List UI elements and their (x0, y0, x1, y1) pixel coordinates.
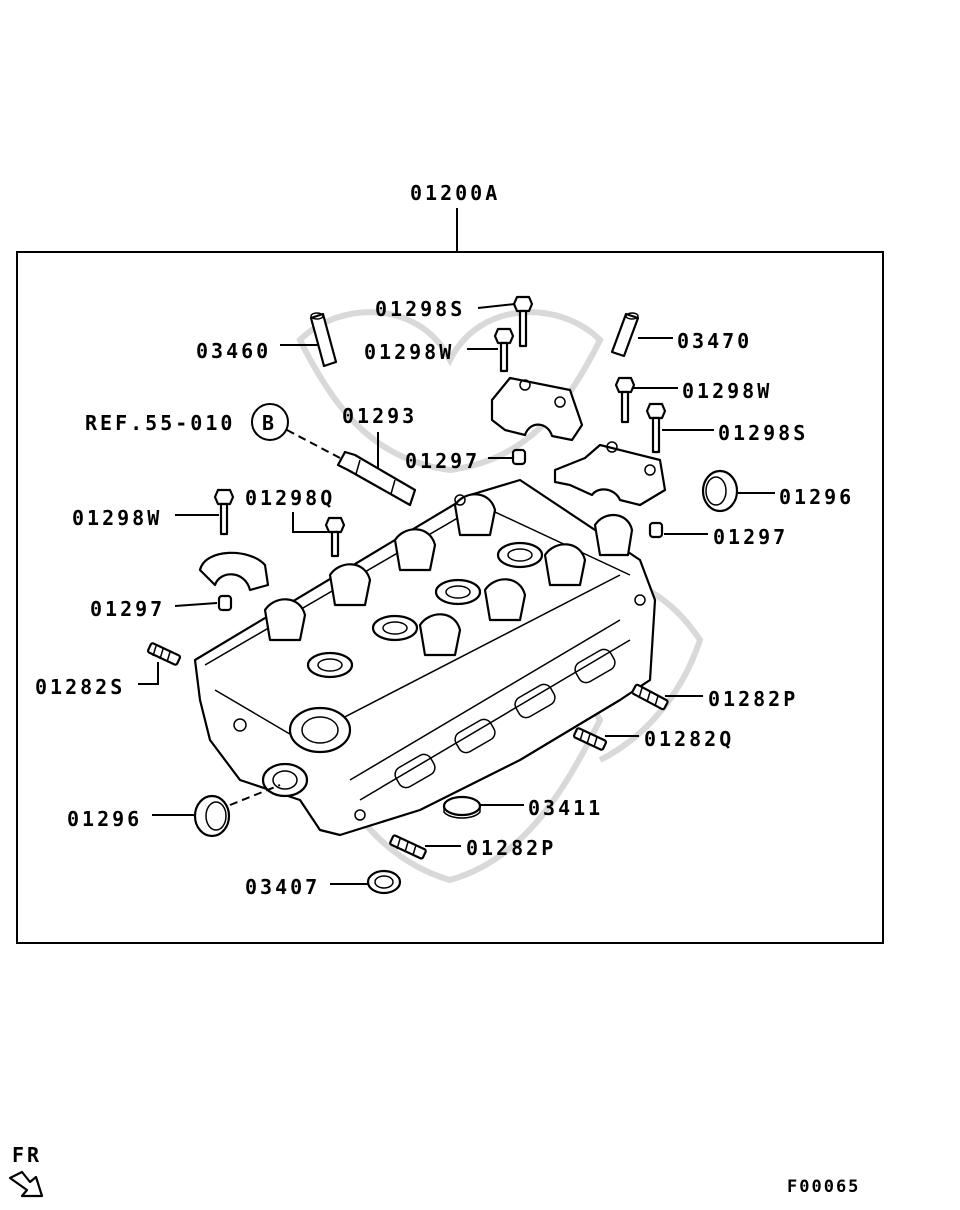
bolt-01298S-right (645, 402, 667, 454)
callout-01298S-right[interactable]: 01298S (662, 421, 808, 445)
leader-line (174, 602, 218, 607)
callout-01298W-top[interactable]: 01298W (364, 340, 498, 364)
reference-leader (286, 429, 341, 459)
callout-text: 03470 (677, 329, 752, 353)
callout-03407[interactable]: 03407 (245, 875, 368, 899)
direction-arrow-icon (8, 1170, 44, 1198)
callout-text: 01282S (35, 675, 125, 699)
callout-text: 01282P (466, 836, 556, 860)
leader-line (138, 662, 159, 685)
plug-01296-right (701, 469, 739, 513)
callout-text: 03460 (196, 339, 271, 363)
callout-01282S[interactable]: 01282S (35, 662, 159, 699)
callout-text: 01298S (375, 297, 465, 321)
dowel-01297-right (648, 521, 664, 539)
reference-callout[interactable]: REF.55-010 B (85, 403, 289, 441)
callout-text: 01298W (72, 506, 162, 530)
callout-01282Q[interactable]: 01282Q (605, 727, 734, 751)
seal-03411 (442, 795, 482, 819)
callout-text: 01282Q (644, 727, 734, 751)
cylinder-head (193, 478, 657, 837)
callout-01298W-right[interactable]: 01298W (632, 379, 772, 403)
callout-text: 01296 (67, 807, 142, 831)
stud-01282Q (572, 727, 608, 751)
callout-01298Q[interactable]: 01298Q (245, 486, 335, 533)
callout-text: 01298W (364, 340, 454, 364)
callout-01282P-bottom[interactable]: 01282P (425, 836, 556, 860)
cam-cap-left (198, 551, 270, 592)
callout-text: 01297 (713, 525, 788, 549)
callout-text: 03411 (528, 796, 603, 820)
callout-text: 03407 (245, 875, 320, 899)
install-path (229, 784, 281, 806)
bolt-01298W-top (493, 327, 515, 373)
callout-01297-right[interactable]: 01297 (664, 525, 788, 549)
cam-bracket-right (553, 441, 667, 507)
bolt-01298W-right (614, 376, 636, 424)
reference-circle (251, 403, 289, 441)
callout-text: 01296 (779, 485, 854, 509)
stud-01282S (146, 642, 182, 666)
reference-letter: B (262, 411, 274, 435)
plug-01296-left (193, 794, 231, 838)
callout-01296-right[interactable]: 01296 (738, 485, 854, 509)
cam-bracket-center (490, 376, 584, 442)
callout-text: 01282P (708, 687, 798, 711)
bolt-01298W-left (213, 488, 235, 536)
assembly-label: 01200A (410, 181, 500, 205)
bolt-01298S-top (512, 295, 534, 348)
callout-01296-left[interactable]: 01296 (67, 784, 281, 831)
leader-line (477, 303, 516, 309)
callout-03411[interactable]: 03411 (480, 796, 603, 820)
callout-text: 01298Q (245, 486, 335, 510)
callout-01298W-left[interactable]: 01298W (72, 506, 219, 530)
reference-text: REF.55-010 (85, 411, 235, 435)
figure-code: F00065 (787, 1177, 860, 1197)
stud-01282P-right (631, 683, 669, 711)
direction-label: FR (12, 1143, 42, 1167)
dowel-01297-top (511, 448, 527, 466)
callout-01282P-right[interactable]: 01282P (665, 687, 798, 711)
diagram-frame (16, 251, 884, 944)
callout-01298S-top[interactable]: 01298S (375, 297, 516, 321)
callout-03470[interactable]: 03470 (638, 329, 752, 353)
shaft-01293 (336, 450, 417, 507)
callout-01297-left[interactable]: 01297 (90, 597, 218, 621)
leader-line (292, 512, 330, 533)
bolt-01298Q (324, 516, 346, 558)
dowel-01297-left (217, 594, 233, 612)
callout-text: 01297 (405, 449, 480, 473)
callout-text: 01293 (342, 404, 417, 428)
callout-03460[interactable]: 03460 (196, 339, 318, 363)
callout-text: 01298S (718, 421, 808, 445)
callout-01297-top[interactable]: 01297 (405, 449, 512, 473)
pin-03460 (309, 312, 338, 368)
callout-01293[interactable]: 01293 (342, 404, 417, 468)
stud-01282P-bottom (389, 834, 427, 860)
pin-03470 (610, 312, 640, 358)
callout-text: 01298W (682, 379, 772, 403)
seal-03407 (366, 869, 402, 895)
callout-text: 01297 (90, 597, 165, 621)
